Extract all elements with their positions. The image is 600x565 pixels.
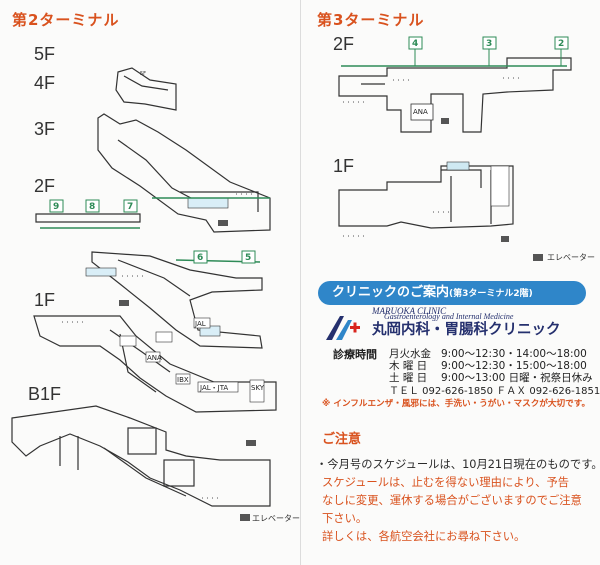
gate-2: 2 (558, 39, 564, 49)
notice-line: 詳しくは、各航空会社にお尋ね下さい。 (322, 530, 526, 543)
gate-5: 5 (245, 253, 251, 263)
airline-ana-1f: ANA (147, 354, 162, 362)
clinic-logo-icon (326, 316, 360, 340)
floor-label-b1f: B1F (28, 384, 62, 404)
clinic-phone-fax: ＴＥＬ 092-626-1850 ＦＡＸ 092-626-1851 (389, 386, 600, 397)
gate-7: 7 (127, 202, 133, 212)
gate-4: 4 (412, 39, 418, 49)
svg-text:・・・・: ・・・・ (391, 78, 411, 84)
hours-label: 診療時間 (333, 348, 377, 361)
elevator-icon (119, 300, 129, 306)
floor-label-5f: 5F (34, 44, 56, 64)
terminal-2-page: 第2ターミナル 5F 4F 3F 2F 1F B1F (11, 11, 300, 523)
clinic-header-note: (第3ターミナル2階) (449, 289, 533, 299)
health-warning: ※ インフルエンザ・風邪には、手洗い・うがい・マスクが大切です。 (322, 399, 591, 409)
svg-text:・・・・: ・・・・ (501, 76, 521, 82)
airline-ibx-1f: IBX (177, 376, 189, 384)
elevator-legend: エレベーター (252, 514, 300, 523)
gate-9: 9 (53, 202, 59, 212)
airline-jal-jta-1f: JAL・JTA (199, 384, 228, 392)
elevator-icon (240, 514, 250, 521)
clinic-header-title: クリニックのご案内 (332, 285, 450, 300)
svg-text:・・・・: ・・・・ (431, 210, 451, 216)
floor-label-3t-1f: 1F (333, 156, 355, 176)
elevator-icon (218, 220, 228, 226)
clinic-specialty-en: Gastroenterology and Internal Medicine (384, 312, 514, 321)
gate-3: 3 (486, 39, 492, 49)
floor-label-2f: 2F (34, 176, 56, 196)
floor-label-4f: 4F (34, 73, 56, 93)
elevator-icon (501, 236, 509, 242)
floor-label-3f: 3F (34, 119, 56, 139)
airline-ana-3t: ANA (413, 108, 428, 116)
elevator-icon (246, 440, 256, 446)
terminal-3-title: 第3ターミナル (317, 11, 425, 29)
notice-line: スケジュールは、止むを得ない理由により、予告 (322, 476, 570, 489)
airline-sky-1f: SKY (251, 384, 265, 392)
notice-line: ・今月号のスケジュールは、10月21日現在のものです。 (316, 458, 600, 471)
clinic-name-en: MARUOKA CLINIC (372, 306, 447, 316)
svg-text:5F: 5F (140, 71, 146, 77)
notice-title: ご注意 (322, 432, 362, 447)
svg-text:・・・・: ・・・・ (200, 496, 220, 502)
gate-6: 6 (197, 253, 203, 263)
notice-line: なしに変更、運休する場合がございますのでご注意 (322, 494, 582, 507)
svg-text:・・・・・: ・・・・・ (341, 234, 366, 240)
floor-label-1f: 1F (34, 290, 56, 310)
svg-text:・・・・: ・・・・ (234, 192, 254, 198)
clinic-name-jp: 丸岡内科・胃腸科クリニック (372, 322, 561, 338)
floor-label-3t-2f: 2F (333, 34, 355, 54)
svg-text:・・・・・: ・・・・・ (341, 100, 366, 106)
svg-text:・・・・・: ・・・・・ (120, 274, 145, 280)
terminal-3-map: 4 3 2 ANA ・・・・ ・・・・ ・・・・・ ・・・・・ ・・・・ (338, 36, 572, 261)
airline-jal-1f: JAL (194, 320, 206, 328)
terminal-2-title: 第2ターミナル (12, 11, 120, 29)
notice-line: 下さい。 (322, 512, 368, 525)
terminal-2-map: 9 8 7 6 5 ANA JAL IBX JAL・JTA SKY (11, 67, 277, 521)
gate-8: 8 (89, 202, 95, 212)
clinic-header: クリニックのご案内(第3ターミナル2階) (318, 281, 586, 305)
elevator-icon (533, 254, 543, 261)
elevator-icon (441, 118, 449, 124)
svg-text:・・・・・: ・・・・・ (60, 320, 85, 326)
elevator-legend-3t: エレベーター (547, 253, 595, 262)
